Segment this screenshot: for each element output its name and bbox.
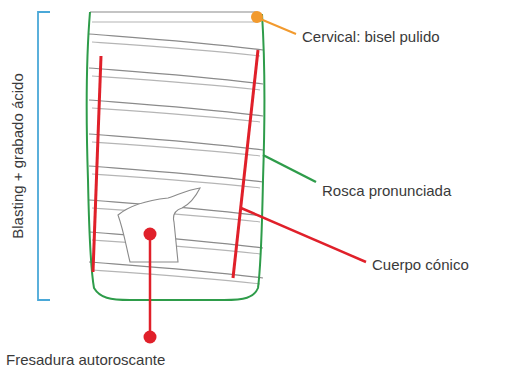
part-label: Fresadura autoroscante xyxy=(6,351,165,369)
self-tapping-flute xyxy=(118,188,200,262)
leader-dot xyxy=(251,11,263,23)
thread-line xyxy=(92,42,260,56)
taper-line xyxy=(93,56,101,272)
leader-line xyxy=(258,18,296,34)
thread-line xyxy=(92,174,260,188)
part-label: Rosca pronunciada xyxy=(322,182,451,200)
part-label: Cuerpo cónico xyxy=(372,256,469,274)
surface-label: Blasting + grabado ácido xyxy=(9,73,27,239)
thread-line xyxy=(92,108,260,122)
taper-line xyxy=(233,50,258,278)
leader-line xyxy=(263,155,316,182)
thread-line xyxy=(92,142,260,156)
bevel-line xyxy=(92,22,258,23)
part-label: Cervical: bisel pulido xyxy=(302,28,440,46)
leader-dot xyxy=(144,331,157,344)
leader-line xyxy=(149,234,152,336)
bracket xyxy=(38,12,50,300)
screw-threads xyxy=(89,34,263,284)
leader-line xyxy=(241,208,366,262)
thread-line xyxy=(92,76,260,90)
implant-top xyxy=(90,12,262,20)
implant-outline xyxy=(87,12,265,300)
leader-dot xyxy=(144,228,157,241)
